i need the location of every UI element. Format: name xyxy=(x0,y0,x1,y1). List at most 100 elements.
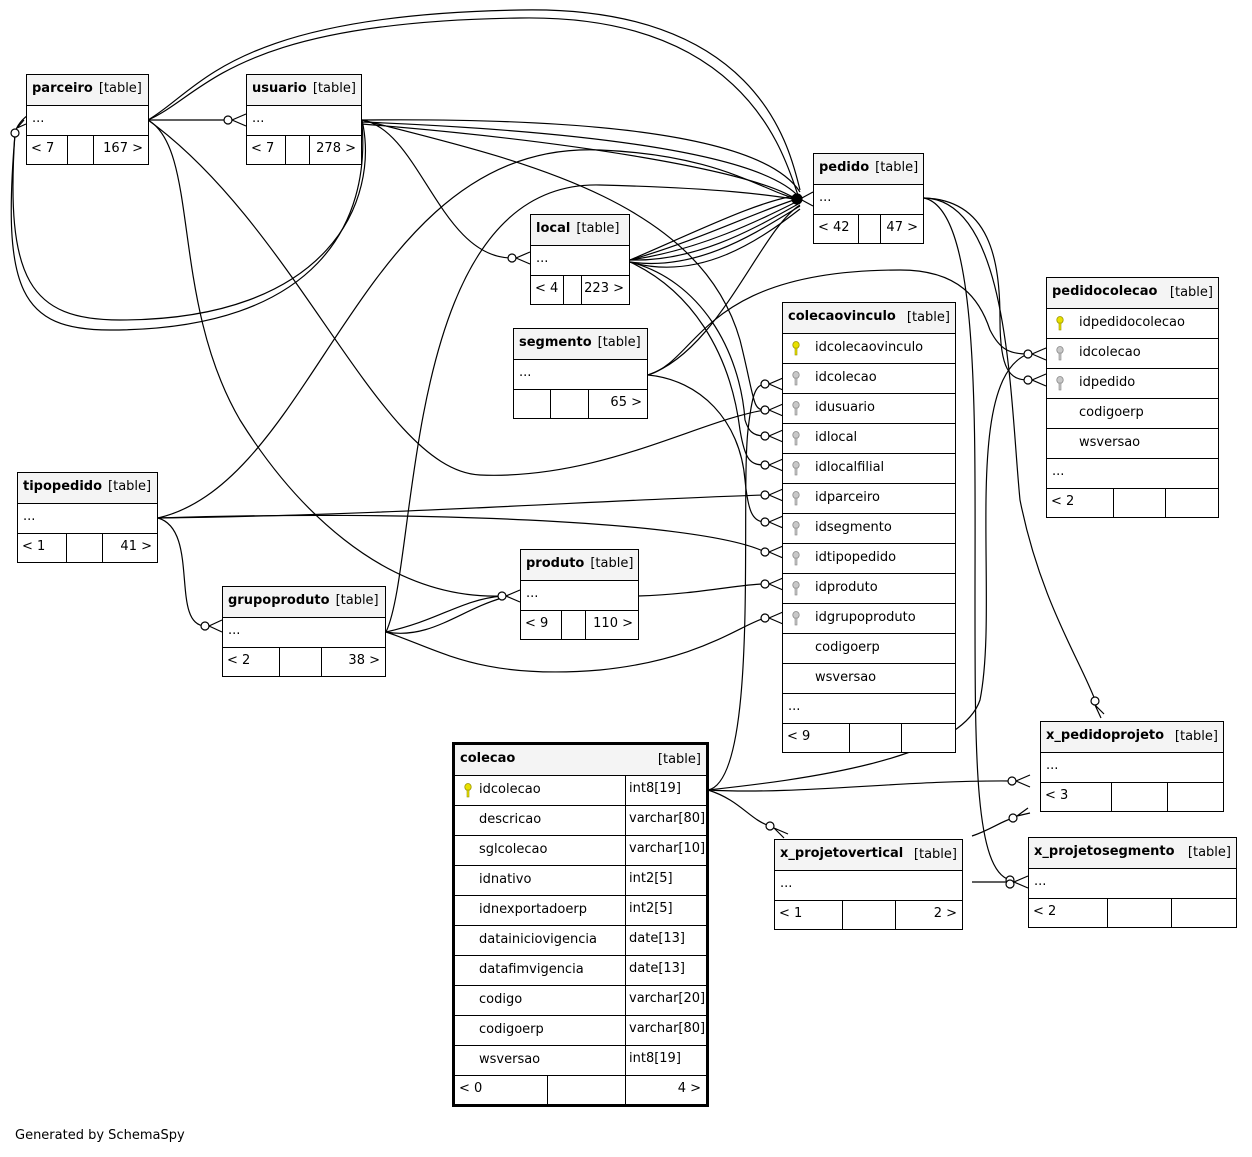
marker-cv-idgrupoproduto xyxy=(760,613,770,623)
table-type-label: [table] xyxy=(312,81,356,96)
table-segmento[interactable]: segmento[table] ... 65 > xyxy=(513,328,648,419)
table-usuario[interactable]: usuario[table] ... < 7 278 > xyxy=(246,74,362,165)
column-row[interactable]: idsegmento xyxy=(783,514,955,544)
edge-grupoproduto-produto xyxy=(385,595,503,633)
column-row[interactable]: codigoerp xyxy=(1047,399,1218,429)
column-row[interactable]: codigoerp varchar[80] xyxy=(455,1016,706,1046)
foreign-key-icon xyxy=(792,491,800,506)
edge-local-pedido-4 xyxy=(629,202,801,261)
table-x_pedidoprojeto[interactable]: x_pedidoprojeto [table] ... < 3 xyxy=(1040,721,1224,812)
foreign-key-icon xyxy=(792,461,800,476)
table-header: x_projetovertical [table] xyxy=(775,840,962,871)
parents-count: < 7 xyxy=(31,141,55,156)
column-row[interactable]: idparceiro xyxy=(783,484,955,514)
column-name: idgrupoproduto xyxy=(815,610,916,625)
marker-pedidocolecao-idcolecao xyxy=(1023,349,1033,359)
table-footer: < 1 2 > xyxy=(775,901,962,929)
table-type-label: [table] xyxy=(657,752,701,767)
table-pedidocolecao[interactable]: pedidocolecao [table] idpedidocolecao id… xyxy=(1046,277,1219,518)
column-row[interactable]: codigoerp xyxy=(783,634,955,664)
columns-collapsed: ... xyxy=(1029,869,1236,899)
table-footer: < 7 167 > xyxy=(27,136,148,164)
foreign-key-icon xyxy=(792,431,800,446)
table-footer: < 2 xyxy=(1029,899,1236,927)
table-grupoproduto[interactable]: grupoproduto[table] ... < 2 38 > xyxy=(222,586,386,677)
edge-pedido-x_pedidoprojeto xyxy=(923,197,1096,701)
table-footer: 65 > xyxy=(514,390,647,418)
column-row[interactable]: idproduto xyxy=(783,574,955,604)
table-tipopedido[interactable]: tipopedido[table] ... < 1 41 > xyxy=(17,472,158,563)
marker-cv-idparceiro xyxy=(760,490,770,500)
table-name: pedidocolecao xyxy=(1052,284,1158,299)
marker-cv-idlocal xyxy=(760,431,770,441)
column-row[interactable]: idpedidocolecao xyxy=(1047,309,1218,339)
table-produto[interactable]: produto[table] ... < 9 110 > xyxy=(520,549,639,640)
column-name: idparceiro xyxy=(815,490,880,505)
foreign-key-icon xyxy=(792,611,800,626)
column-row[interactable]: idlocalfilial xyxy=(783,454,955,484)
column-row[interactable]: idcolecao xyxy=(783,364,955,394)
marker-cv-idusuario xyxy=(760,405,770,415)
column-row[interactable]: idpedido xyxy=(1047,369,1218,399)
marker-parceiro-self xyxy=(10,128,20,138)
foreign-key-icon xyxy=(792,521,800,536)
edge-usuario-local xyxy=(361,119,513,259)
table-x_projetovertical[interactable]: x_projetovertical [table] ... < 1 2 > xyxy=(774,839,963,930)
table-footer: < 9 110 > xyxy=(521,611,638,639)
edge-tipopedido-pedido xyxy=(157,149,801,519)
edge-tipopedido-colecaovinculo xyxy=(157,494,766,519)
edge-colecao-x_pedidoprojeto xyxy=(707,780,1013,792)
column-row[interactable]: idgrupoproduto xyxy=(783,604,955,634)
column-name: idtipopedido xyxy=(815,550,897,565)
marker-cv-idcolecao xyxy=(760,379,770,389)
table-footer: < 4 223 > xyxy=(531,276,629,304)
edge-usuario-pedido-3 xyxy=(361,123,801,203)
table-header: pedido[table] xyxy=(814,154,923,185)
marker-cv-idsegmento xyxy=(760,517,770,527)
column-name: idusuario xyxy=(815,400,875,415)
table-type-label: [table] xyxy=(1187,845,1231,860)
edge-local-pedido-5 xyxy=(629,205,801,264)
columns-collapsed: ... xyxy=(27,106,148,136)
column-type: date[13] xyxy=(625,956,685,985)
table-header: colecao [table] xyxy=(455,745,706,776)
children-count: 110 > xyxy=(585,611,638,639)
table-parceiro[interactable]: parceiro[table] ... < 7 167 > xyxy=(26,74,149,165)
edge-usuario-pedido-2 xyxy=(361,121,801,199)
marker-x_pedidoprojeto-top xyxy=(1090,696,1100,706)
column-name: codigoerp xyxy=(479,1022,544,1037)
table-x_projetosegmento[interactable]: x_projetosegmento [table] ... < 2 xyxy=(1028,837,1237,928)
column-row[interactable]: idcolecaovinculo xyxy=(783,334,955,364)
table-pedido[interactable]: pedido[table] ... < 42 47 > xyxy=(813,153,924,244)
table-name: x_pedidoprojeto xyxy=(1046,728,1165,743)
marker-cv-idproduto xyxy=(760,579,770,589)
column-row[interactable]: wsversao xyxy=(783,664,955,694)
children-count xyxy=(1167,783,1223,811)
foreign-key-icon xyxy=(792,581,800,596)
column-row[interactable]: wsversao xyxy=(1047,429,1218,459)
edge-segmento-pedido xyxy=(647,204,801,376)
table-local[interactable]: local[table] ... < 4 223 > xyxy=(530,214,630,305)
column-row[interactable]: idtipopedido xyxy=(783,544,955,574)
children-count: 4 > xyxy=(625,1076,706,1104)
column-row[interactable]: idcolecao xyxy=(1047,339,1218,369)
column-type: varchar[80] xyxy=(625,1016,705,1045)
edge-local-pedido-6 xyxy=(629,208,801,268)
column-row[interactable]: idlocal xyxy=(783,424,955,454)
columns-collapsed: ... xyxy=(1047,459,1218,489)
table-colecaovinculo[interactable]: colecaovinculo [table] idcolecaovinculo … xyxy=(782,302,956,753)
children-count: 47 > xyxy=(880,215,923,243)
table-header: produto[table] xyxy=(521,550,638,581)
column-row[interactable]: idusuario xyxy=(783,394,955,424)
edge-usuario-parceiro-2 xyxy=(10,123,364,331)
